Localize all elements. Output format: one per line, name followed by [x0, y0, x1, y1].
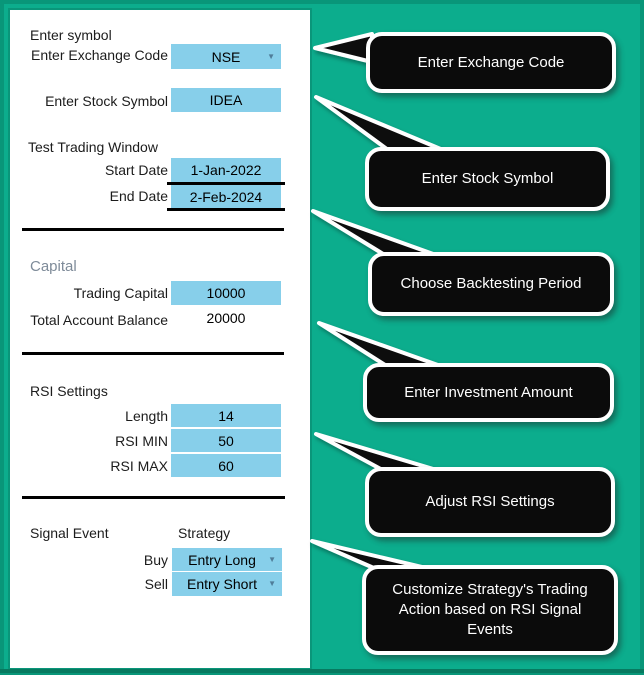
total-balance-value: 20000: [171, 306, 281, 330]
rsi-min-label: RSI MIN: [115, 433, 168, 449]
stock-symbol-input[interactable]: IDEA: [171, 88, 281, 112]
rsi-min-value: 50: [218, 432, 234, 449]
rsi-max-value: 60: [218, 457, 234, 474]
callout-investment-amount: Enter Investment Amount: [363, 363, 614, 422]
end-date-underline: [167, 208, 285, 211]
callout-tail: [313, 32, 374, 64]
start-date-value: 1-Jan-2022: [190, 162, 262, 178]
exchange-code-select[interactable]: NSE ▼: [171, 44, 281, 69]
section-divider: [22, 352, 284, 355]
end-date-label: End Date: [109, 188, 168, 204]
capital-heading: Capital: [30, 258, 77, 275]
callout-strategy-actions: Customize Strategy's Trading Action base…: [362, 565, 618, 655]
enter-symbol-heading: Enter symbol: [30, 27, 112, 43]
sell-strategy-select[interactable]: Entry Short ▼: [172, 572, 282, 596]
total-balance-label: Total Account Balance: [30, 312, 168, 328]
callout-exchange-code: Enter Exchange Code: [366, 32, 616, 93]
trading-capital-input[interactable]: 10000: [171, 281, 281, 305]
rsi-min-input[interactable]: 50: [171, 429, 281, 452]
end-date-input[interactable]: 2-Feb-2024: [171, 185, 281, 208]
sell-strategy-value: Entry Short: [186, 576, 258, 592]
trading-capital-label: Trading Capital: [73, 285, 168, 301]
chevron-down-icon: ▼: [268, 579, 276, 588]
rsi-length-input[interactable]: 14: [171, 404, 281, 427]
exchange-code-label: Enter Exchange Code: [31, 47, 168, 63]
buy-strategy-select[interactable]: Entry Long ▼: [172, 548, 282, 571]
buy-label: Buy: [143, 552, 168, 568]
chevron-down-icon: ▼: [268, 554, 276, 564]
section-divider: [22, 228, 284, 231]
callout-stock-symbol: Enter Stock Symbol: [365, 147, 610, 211]
section-divider: [22, 496, 285, 499]
callout-backtesting-period: Choose Backtesting Period: [368, 252, 614, 316]
bottom-border: [0, 669, 644, 673]
buy-strategy-value: Entry Long: [188, 551, 256, 568]
strategy-header: Strategy: [178, 525, 231, 541]
trading-capital-value: 10000: [206, 285, 246, 301]
stock-symbol-value: IDEA: [209, 92, 243, 108]
start-date-underline: [167, 182, 285, 185]
start-date-label: Start Date: [104, 162, 168, 178]
rsi-length-label: Length: [125, 408, 168, 424]
rsi-settings-heading: RSI Settings: [30, 383, 108, 399]
total-balance-amount: 20000: [206, 310, 246, 326]
rsi-max-label: RSI MAX: [110, 458, 168, 474]
chevron-down-icon: ▼: [267, 51, 275, 61]
rsi-length-value: 14: [218, 407, 234, 424]
trading-window-heading: Test Trading Window: [28, 139, 158, 155]
stock-symbol-label: Enter Stock Symbol: [45, 93, 168, 109]
exchange-code-value: NSE: [211, 48, 241, 65]
callout-rsi-settings: Adjust RSI Settings: [365, 467, 615, 537]
end-date-value: 2-Feb-2024: [189, 188, 263, 205]
rsi-max-input[interactable]: 60: [171, 454, 281, 477]
sell-label: Sell: [144, 576, 168, 592]
signal-event-header: Signal Event: [30, 525, 109, 541]
start-date-input[interactable]: 1-Jan-2022: [171, 158, 281, 182]
